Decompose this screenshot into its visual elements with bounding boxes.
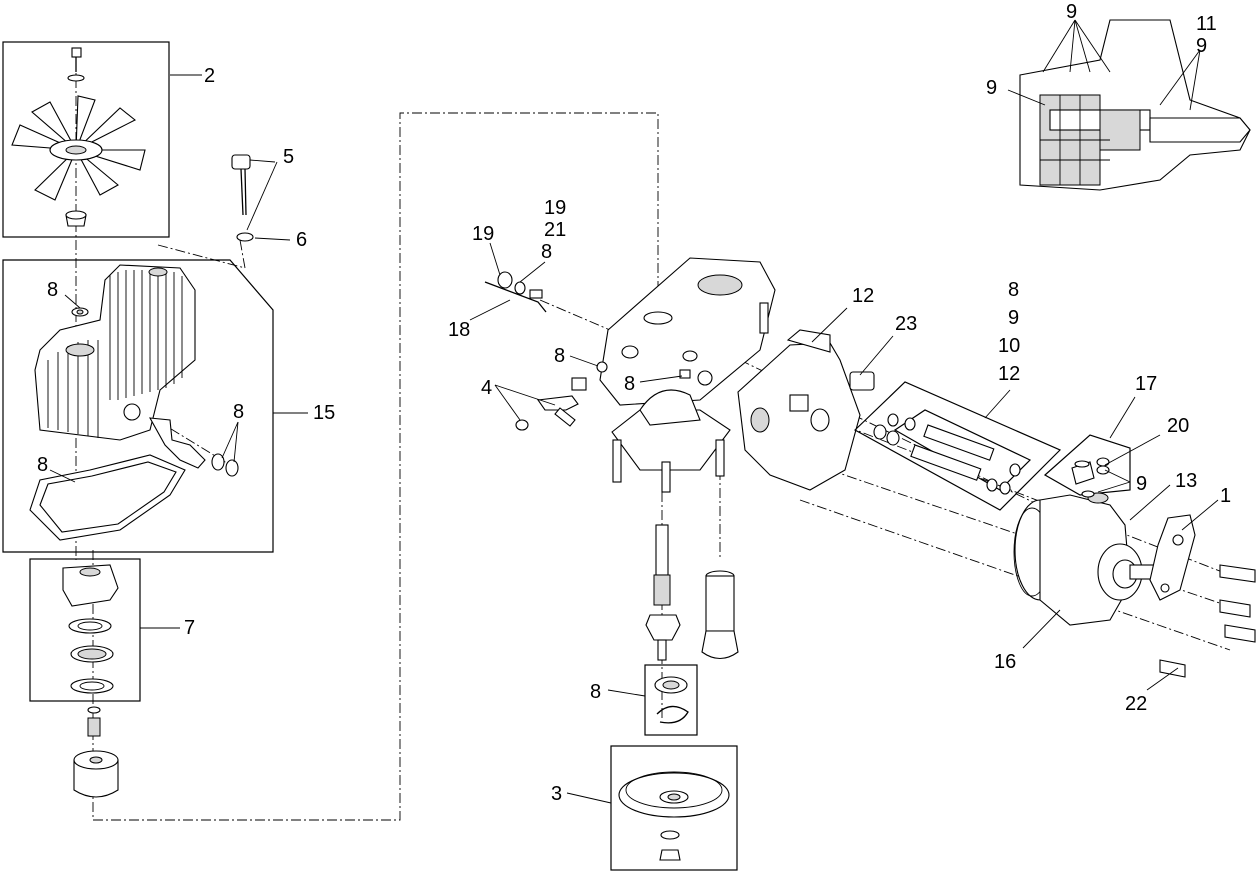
motor-assembly — [1013, 490, 1256, 678]
callout-5: 5 — [283, 146, 294, 168]
callout-23: 23 — [895, 313, 917, 335]
housing-group-box — [2, 259, 274, 553]
pulley-group — [610, 745, 738, 871]
callout-22: 22 — [1125, 693, 1147, 715]
callout-9-cutaway-top: 9 — [1066, 1, 1077, 23]
motor-housing — [737, 329, 875, 491]
bearing-group-box — [29, 558, 141, 702]
dipstick — [231, 154, 254, 242]
input-shaft — [645, 524, 681, 661]
fan-group-box — [2, 41, 170, 238]
relief-valve-group — [1043, 434, 1131, 496]
fan-blades — [11, 95, 146, 201]
callout-8-gasket: 8 — [37, 454, 48, 476]
thrust-bearing-group — [29, 558, 141, 702]
check-valve-group — [484, 271, 547, 313]
fan-assembly — [2, 41, 170, 238]
callout-12-kit: 12 — [998, 363, 1020, 385]
callout-3: 3 — [551, 783, 562, 805]
housing-cover-group — [2, 259, 274, 553]
callout-13: 13 — [1175, 470, 1197, 492]
cooling-fins — [47, 270, 183, 438]
callout-19-stack: 19 — [544, 197, 566, 219]
relief-valve-box — [1043, 434, 1131, 496]
input-bearing-box — [644, 664, 698, 736]
callout-11: 11 — [1196, 13, 1217, 35]
leader-lines — [49, 19, 1219, 804]
callout-8-center-right: 8 — [624, 373, 635, 395]
callout-9-cutaway-right: 9 — [1196, 35, 1207, 57]
pump-cylinder-block — [73, 706, 119, 798]
callout-4: 4 — [481, 377, 492, 399]
callout-21: 21 — [544, 219, 566, 241]
callout-1: 1 — [1220, 485, 1231, 507]
seal-kit-group — [853, 381, 1062, 511]
callout-8-input-bearing: 8 — [590, 681, 601, 703]
callout-8-cover-seals: 8 — [233, 401, 244, 423]
callout-7: 7 — [184, 617, 195, 639]
callout-8-center-left: 8 — [554, 345, 565, 367]
oil-filter — [701, 570, 739, 660]
callout-9-relief: 9 — [1136, 473, 1147, 495]
callout-9-kit: 9 — [1008, 307, 1019, 329]
callout-8-cover-plug: 8 — [47, 279, 58, 301]
callout-16: 16 — [994, 651, 1016, 673]
callout-20: 20 — [1167, 415, 1189, 437]
pulley-box — [610, 745, 738, 871]
callout-19: 19 — [472, 223, 494, 245]
callout-12-housing: 12 — [852, 285, 874, 307]
callout-10: 10 — [998, 335, 1020, 357]
callout-17: 17 — [1135, 373, 1157, 395]
bypass-lever — [515, 361, 713, 431]
seal-kit-box — [853, 381, 1062, 511]
input-bearing-group — [644, 664, 698, 736]
callout-18: 18 — [448, 319, 470, 341]
callout-6: 6 — [296, 229, 307, 251]
center-housing — [599, 257, 776, 493]
callout-8-check-valve: 8 — [541, 241, 552, 263]
callout-8-kit: 8 — [1008, 279, 1019, 301]
callout-labels: 2 5 6 8 15 8 8 7 19 21 19 8 18 8 8 4 12 … — [37, 1, 1231, 805]
callout-15: 15 — [313, 402, 335, 424]
cutaway-section — [1019, 19, 1251, 191]
callout-2: 2 — [204, 65, 215, 87]
callout-9-cutaway-left: 9 — [986, 77, 997, 99]
